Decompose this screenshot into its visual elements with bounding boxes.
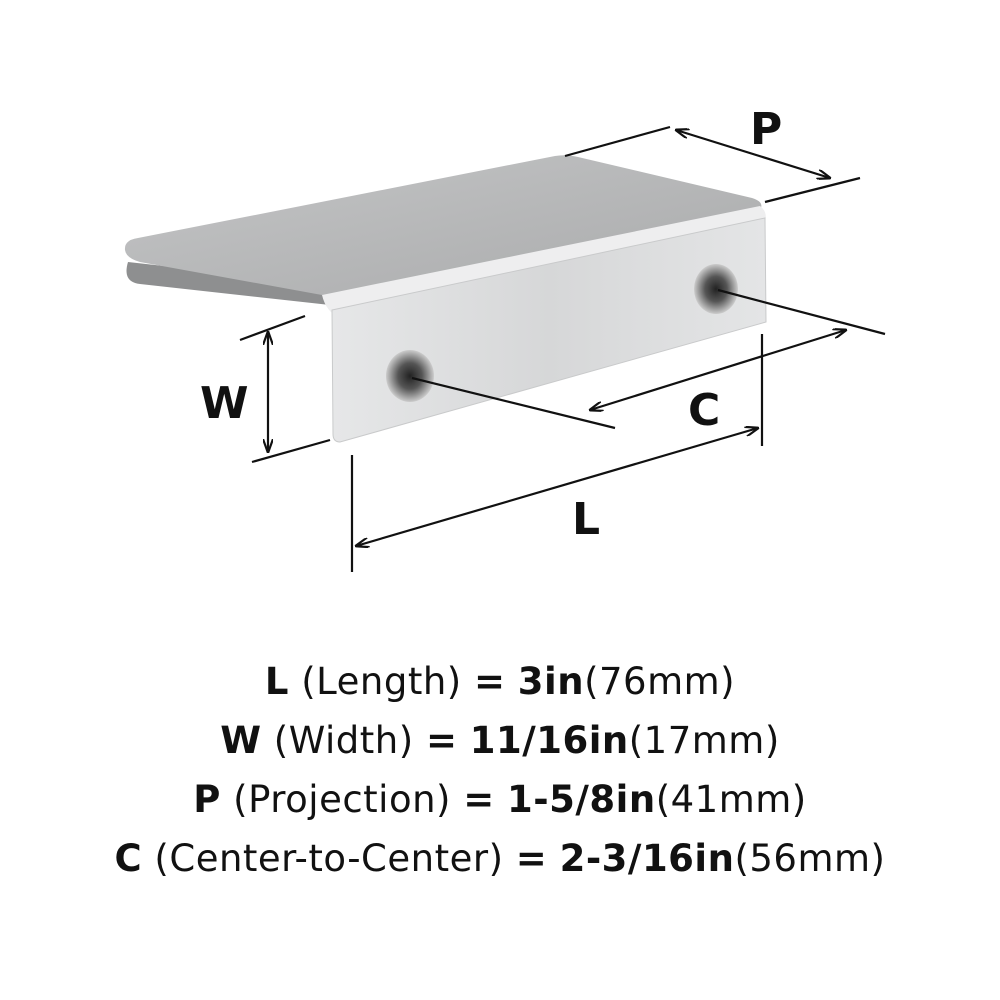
extension-line-c-right bbox=[717, 288, 886, 336]
spec-metric: (76mm) bbox=[584, 660, 736, 703]
spec-eq: = bbox=[515, 837, 548, 880]
spec-metric: (41mm) bbox=[655, 778, 807, 821]
pull-lip bbox=[126, 262, 330, 305]
dimension-arrow-p bbox=[676, 130, 830, 178]
extension-line-p-right bbox=[764, 176, 861, 204]
spec-eq: = bbox=[463, 778, 495, 821]
mounting-hole-right bbox=[694, 264, 738, 314]
spec-imperial: 11/16in bbox=[469, 719, 629, 762]
spec-name: (Center-to-Center) bbox=[154, 837, 504, 880]
spec-imperial: 3in bbox=[517, 660, 585, 703]
spec-eq: = bbox=[425, 719, 458, 762]
extension-line-w-bottom bbox=[251, 438, 331, 464]
extension-line-c-left bbox=[411, 376, 616, 430]
spec-eq: = bbox=[474, 660, 506, 703]
spec-metric: (56mm) bbox=[734, 837, 886, 880]
dimension-arrow-l bbox=[356, 428, 758, 546]
spec-imperial: 2-3/16in bbox=[559, 837, 735, 880]
dimension-lines bbox=[239, 125, 886, 572]
spec-name: (Projection) bbox=[233, 778, 451, 821]
spec-name: (Width) bbox=[273, 719, 414, 762]
label-p: P bbox=[750, 104, 782, 155]
dimension-arrow-c bbox=[590, 330, 846, 410]
spec-name: (Length) bbox=[301, 660, 462, 703]
spec-imperial: 1-5/8in bbox=[507, 778, 656, 821]
label-w: W bbox=[200, 378, 249, 429]
spec-key: W bbox=[220, 719, 262, 762]
extension-line-p-left bbox=[564, 125, 671, 158]
spec-key: C bbox=[114, 837, 143, 880]
spec-projection: P (Projection) = 1-5/8in(41mm) bbox=[0, 770, 1000, 829]
label-l: L bbox=[572, 494, 600, 545]
mounting-hole-left bbox=[386, 350, 434, 402]
edge-pull-diagram: P W C L bbox=[124, 104, 886, 572]
label-c: C bbox=[688, 385, 720, 436]
spec-center-to-center: C (Center-to-Center) = 2-3/16in(56mm) bbox=[0, 829, 1000, 888]
spec-metric: (17mm) bbox=[628, 719, 780, 762]
spec-key: L bbox=[264, 660, 289, 703]
extension-line-w-top bbox=[239, 314, 306, 342]
dimension-specs: L (Length) = 3in(76mm) W (Width) = 11/16… bbox=[0, 652, 1000, 888]
spec-key: P bbox=[193, 778, 221, 821]
spec-length: L (Length) = 3in(76mm) bbox=[0, 652, 1000, 711]
pull-top-surface bbox=[124, 155, 762, 300]
spec-width: W (Width) = 11/16in(17mm) bbox=[0, 711, 1000, 770]
